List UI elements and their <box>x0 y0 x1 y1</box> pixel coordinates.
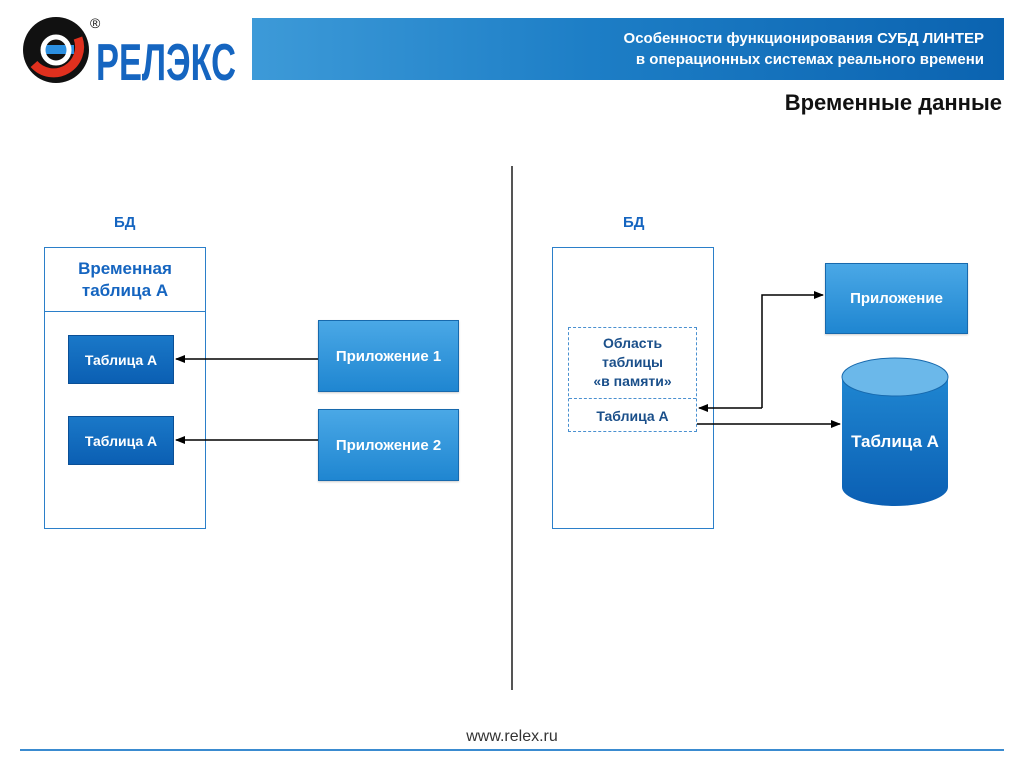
footer-url[interactable]: www.relex.ru <box>466 728 558 745</box>
presentation-title: Особенности функционирования СУБД ЛИНТЕР… <box>624 28 984 70</box>
left-table-a-1[interactable]: Таблица А <box>68 335 174 384</box>
footer-line <box>20 749 1004 751</box>
memory-area-line3: «в памяти» <box>593 373 672 389</box>
svg-text:РЕЛЭКС: РЕЛЭКС <box>96 34 236 86</box>
temp-table-header: Временная таблица А <box>45 248 205 312</box>
arrow-to-application <box>761 291 824 408</box>
application-2-box[interactable]: Приложение 2 <box>318 409 459 481</box>
application-box[interactable]: Приложение <box>825 263 968 334</box>
right-db-container <box>552 247 714 529</box>
section-divider <box>511 166 513 690</box>
memory-area-line1: Область <box>602 335 663 351</box>
svg-text:®: ® <box>90 15 101 31</box>
title-line-2: в операционных системах реального времен… <box>635 51 984 68</box>
temp-table-title-line1: Временная <box>78 259 172 278</box>
temp-table-title-line2: таблица А <box>81 281 169 300</box>
memory-table-label: Таблица А <box>596 408 669 424</box>
relex-logo[interactable]: ® РЕЛЭКС <box>18 14 240 86</box>
right-db-label: БД <box>623 214 645 231</box>
memory-area-box[interactable]: Область таблицы «в памяти» Таблица А <box>568 327 697 432</box>
left-db-container: Временная таблица А <box>44 247 206 529</box>
disk-table-label: Таблица А <box>851 432 939 451</box>
memory-area-separator <box>569 398 696 399</box>
left-table-a-2[interactable]: Таблица А <box>68 416 174 465</box>
title-line-1: Особенности функционирования СУБД ЛИНТЕР <box>623 30 984 47</box>
slide-title: Временные данные <box>784 90 1002 115</box>
header-band: Особенности функционирования СУБД ЛИНТЕР… <box>252 18 1004 80</box>
memory-area-label: Область таблицы «в памяти» <box>569 334 696 391</box>
memory-area-line2: таблицы <box>601 354 663 370</box>
left-db-label: БД <box>114 214 136 231</box>
application-1-box[interactable]: Приложение 1 <box>318 320 459 392</box>
